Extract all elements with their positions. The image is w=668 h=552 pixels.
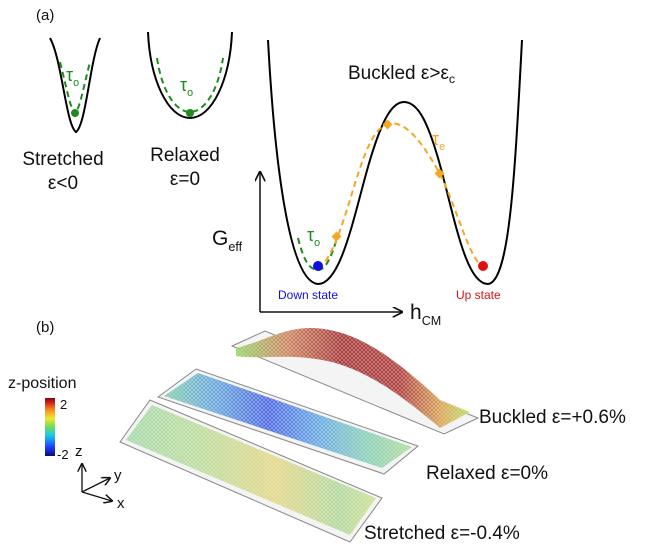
xyz-axes-icon bbox=[82, 464, 112, 501]
up-state-dot bbox=[478, 261, 488, 271]
x-axis-label: x bbox=[117, 495, 125, 512]
down-state-dot bbox=[313, 261, 323, 271]
relaxed-potential-well bbox=[147, 31, 233, 120]
up-state-label: Up state bbox=[456, 288, 501, 302]
buckled-sheet bbox=[230, 327, 480, 435]
tau-e-marker-3 bbox=[434, 168, 445, 179]
buckled-double-well bbox=[267, 39, 523, 286]
g-eff-label: Geff bbox=[212, 227, 243, 254]
buckled-tau-o-label: τo bbox=[307, 225, 321, 249]
stretched-strain: ε<0 bbox=[47, 173, 79, 194]
panel-a-label: (a) bbox=[36, 7, 55, 24]
h-cm-label: hCM bbox=[410, 301, 442, 328]
stretched-potential-well bbox=[49, 37, 101, 134]
tau-e-label: τe bbox=[432, 129, 446, 153]
stretched-state-dot bbox=[71, 109, 79, 117]
relaxed-name: Relaxed bbox=[150, 145, 220, 166]
buckled-sheet-label: Buckled ε=+0.6% bbox=[479, 407, 626, 428]
relaxed-tau-o-label: τo bbox=[180, 75, 194, 99]
relaxed-sheet bbox=[156, 368, 420, 475]
colorbar-max-label: 2 bbox=[60, 397, 68, 412]
relaxed-sheet-label: Relaxed ε=0% bbox=[426, 463, 549, 484]
z-axis-label: z bbox=[75, 443, 83, 460]
stretched-tau-o-label: τo bbox=[66, 65, 80, 89]
stretched-sheet bbox=[119, 399, 383, 543]
buckled-title: Buckled ε>εc bbox=[348, 63, 456, 87]
panel-b-label: (b) bbox=[36, 319, 55, 336]
stretched-sheet-label: Stretched ε=-0.4% bbox=[364, 523, 520, 544]
tau-e-marker-1 bbox=[331, 231, 342, 242]
tau-e-dashed-path bbox=[317, 122, 484, 269]
down-state-label: Down state bbox=[278, 288, 339, 302]
colorbar-min-label: -2 bbox=[57, 447, 69, 462]
relaxed-state-dot bbox=[186, 109, 194, 117]
stretched-name: Stretched bbox=[22, 149, 104, 170]
relaxed-strain: ε=0 bbox=[169, 169, 201, 190]
colorbar-title: z-position bbox=[8, 375, 77, 392]
y-axis-label: y bbox=[114, 467, 122, 484]
colorbar bbox=[45, 398, 55, 456]
